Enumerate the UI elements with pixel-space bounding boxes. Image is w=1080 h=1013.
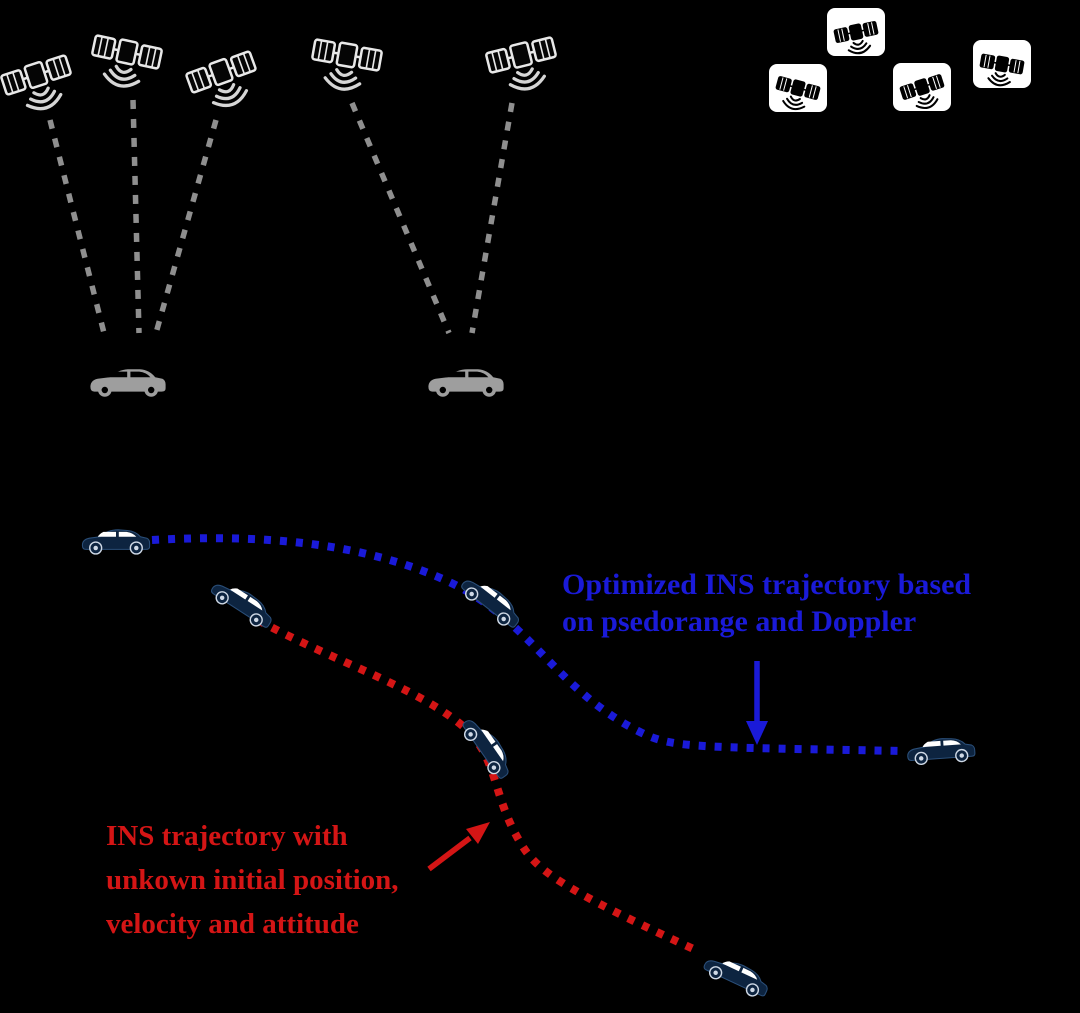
arrow-up-right-icon	[427, 822, 490, 872]
label-line: on psedorange and Doppler	[562, 605, 917, 638]
signal-line	[349, 101, 452, 335]
label-line: INS trajectory with	[106, 820, 348, 852]
signal-line	[469, 102, 515, 334]
gnss-signal-lines	[47, 99, 515, 335]
car-icon	[457, 712, 518, 783]
satellite-icon	[893, 63, 951, 115]
satellite-icon	[973, 40, 1031, 90]
optimized-trajectory-label: Optimized INS trajectory based on psedor…	[562, 566, 971, 640]
satellite-icon	[183, 48, 267, 118]
signal-line	[153, 119, 219, 334]
ground-cars	[90, 369, 504, 397]
car-icon	[90, 369, 166, 397]
label-line: Optimized INS trajectory based	[562, 568, 972, 601]
satellite-constellation-right	[769, 8, 1031, 116]
satellite-constellation-left	[0, 32, 564, 120]
satellite-icon	[306, 36, 384, 97]
signal-line	[47, 119, 107, 334]
satellite-icon	[769, 64, 827, 116]
car-icon	[428, 369, 504, 397]
satellite-icon	[85, 32, 164, 95]
satellite-icon	[827, 8, 885, 59]
label-line: unkown initial position,	[106, 864, 399, 896]
satellite-icon	[483, 34, 564, 99]
signal-line	[130, 99, 142, 334]
satellite-icon	[0, 52, 81, 120]
ins-trajectory-label: INS trajectory with unkown initial posit…	[106, 814, 399, 946]
car-icon	[81, 529, 151, 555]
arrow-down-icon	[746, 661, 768, 745]
car-icon	[906, 735, 977, 766]
car-icon	[207, 574, 278, 633]
car-icon	[456, 570, 527, 633]
optimized-ins-trajectory	[151, 534, 906, 755]
car-icon	[700, 949, 773, 1002]
label-line: velocity and attitude	[106, 908, 359, 940]
